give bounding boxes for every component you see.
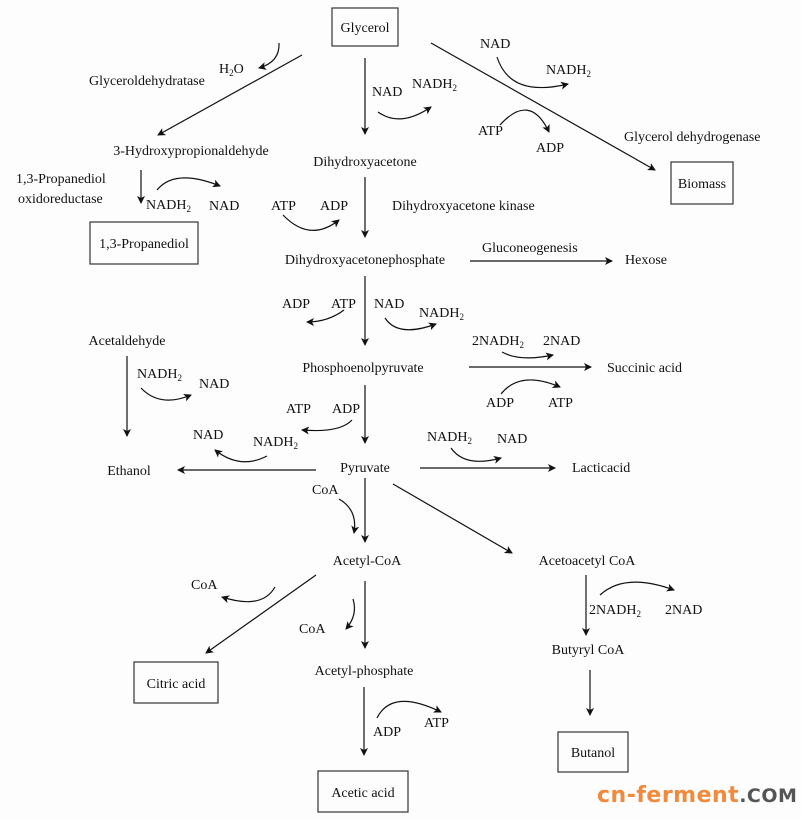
node-propanediol: 1,3-Propanediol (99, 237, 189, 252)
cofactor-adp-dhap: ADP (320, 199, 348, 214)
cofactor-adp-pyr: ADP (332, 402, 360, 417)
cofactor-nad-pdo: NAD (209, 199, 239, 214)
curve-pep-atp (306, 309, 345, 326)
node-acetic-acid: Acetic acid (331, 786, 394, 801)
curve-pdo-nadh2 (156, 177, 221, 191)
curve-but-nadh2 (599, 581, 675, 596)
cofactor-adp-acetic: ADP (373, 725, 401, 740)
cofactor-atp-acetic: ATP (424, 716, 449, 731)
cofactor-nad-pep: NAD (374, 297, 404, 312)
cofactor-nadh2-eth: NADH2 (137, 367, 182, 383)
node-acetoacetyl-coa: Acetoacetyl CoA (539, 554, 637, 569)
curve-pyr-adp (301, 419, 353, 435)
cofactor-atp-biomass: ATP (478, 124, 503, 139)
cofactor-nad-but: 2NAD (665, 603, 702, 618)
curve-lac-nadh2 (450, 447, 502, 464)
node-dihydroxyacetone: Dihydroxyacetone (313, 155, 416, 170)
curve-acetic-adp (376, 700, 442, 719)
curve-biomass-nad (496, 56, 569, 90)
curve-h2o (258, 42, 280, 70)
cofactor-adp-pep: ADP (282, 297, 310, 312)
node-pep: Phosphoenolpyruvate (302, 361, 423, 376)
node-butanol: Butanol (571, 746, 615, 761)
cofactor-nad-succ: 2NAD (543, 334, 580, 349)
enzyme-glyceroldehydratase: Glyceroldehydratase (89, 74, 205, 89)
node-ethanol: Ethanol (107, 464, 151, 479)
cofactor-nadh2-pep: NADH2 (419, 306, 464, 322)
cofactor-nadh2-pyr: NADH2 (253, 435, 298, 451)
curve-eth-nadh2 (140, 387, 192, 402)
biomass-box (670, 161, 734, 205)
cofactor-nad-pyr: NAD (193, 428, 223, 443)
cofactor-nad-biomass: NAD (480, 37, 510, 52)
curve-succ-adp (500, 379, 561, 395)
cofactor-adp-biomass: ADP (536, 141, 564, 156)
arrow-pyruvate-to-acetoacetylcoa (392, 483, 513, 554)
glycerol-box (331, 7, 399, 47)
enzyme-gluconeogenesis: Gluconeogenesis (482, 241, 578, 256)
curve-succ-nadh2 (501, 351, 554, 361)
enzyme-dha-kinase: Dihydroxyacetone kinase (392, 199, 535, 214)
cofactor-adp-succ: ADP (486, 396, 514, 411)
cofactor-nadh2-biomass: NADH2 (546, 63, 591, 79)
cofactor-atp-dhap: ATP (271, 199, 296, 214)
cofactor-coa-pyr: CoA (312, 483, 339, 498)
node-succinic-acid: Succinic acid (607, 361, 682, 376)
curve-biomass-atp (499, 109, 550, 133)
cofactor-atp-succ: ATP (548, 396, 573, 411)
curve-acetylp-coa (345, 598, 356, 630)
cofactor-nadh2-lac: NADH2 (427, 430, 472, 446)
curve-dhap-atp (282, 214, 340, 231)
curve-citric-coa (221, 586, 276, 603)
node-acetaldehyde: Acetaldehyde (89, 334, 166, 349)
propanediol-box (89, 221, 199, 265)
curve-dha-nad (377, 106, 432, 120)
arrow-glycerol-to-hpa (157, 54, 303, 136)
cofactor-atp-pep: ATP (331, 297, 356, 312)
cofactor-nad-dha: NAD (372, 85, 402, 100)
node-glycerol: Glycerol (341, 21, 390, 36)
node-acetyl-coa: Acetyl-CoA (333, 554, 402, 569)
butanol-box (557, 731, 629, 773)
citric-acid-box (133, 661, 219, 704)
node-biomass: Biomass (678, 177, 726, 192)
watermark: cn-ferment.COM (597, 783, 797, 808)
cofactor-nadh2-pdo: NADH2 (146, 198, 191, 214)
node-acetyl-phosphate: Acetyl-phosphate (315, 664, 414, 679)
arrow-acetylcoa-to-citric (205, 574, 317, 654)
node-pyruvate: Pyruvate (340, 461, 390, 476)
cofactor-nadh2-dha: NADH2 (412, 77, 457, 93)
enzyme-glycerol-dehydrogenase: Glycerol dehydrogenase (624, 130, 760, 145)
node-butyryl-coa: Butyryl CoA (552, 643, 626, 658)
node-dhap: Dihydroxyacetonephosphate (285, 253, 445, 268)
watermark-tld: .COM (739, 785, 798, 807)
node-lactic-acid: Lacticacid (572, 461, 630, 476)
arrow-glycerol-to-biomass (430, 42, 656, 171)
watermark-brand: cn-ferment (597, 783, 740, 808)
cofactor-coa-acetylp: CoA (299, 622, 326, 637)
cofactor-nad-eth: NAD (199, 377, 229, 392)
cofactor-nad-lac: NAD (497, 432, 527, 447)
enzyme-pdo-oxidoreductase-line2: oxidoreductase (18, 192, 103, 207)
node-hexose: Hexose (625, 253, 667, 268)
cofactor-nadh2-succ: 2NADH2 (472, 334, 524, 350)
cofactor-coa-citric: CoA (191, 578, 218, 593)
cofactor-nadh2-but: 2NADH2 (589, 603, 641, 619)
node-hydroxypropionaldehyde: 3-Hydroxypropionaldehyde (113, 144, 269, 159)
curve-pyr-nadh2 (214, 449, 268, 463)
curve-pyr-coa (338, 498, 360, 534)
cofactor-atp-pyr: ATP (286, 402, 311, 417)
enzyme-pdo-oxidoreductase-line1: 1,3-Propanediol (16, 172, 106, 187)
curve-pep-nad (384, 317, 437, 331)
node-citric-acid: Citric acid (147, 677, 206, 692)
cofactor-h2o: H2O (219, 62, 244, 78)
acetic-acid-box (317, 770, 409, 813)
